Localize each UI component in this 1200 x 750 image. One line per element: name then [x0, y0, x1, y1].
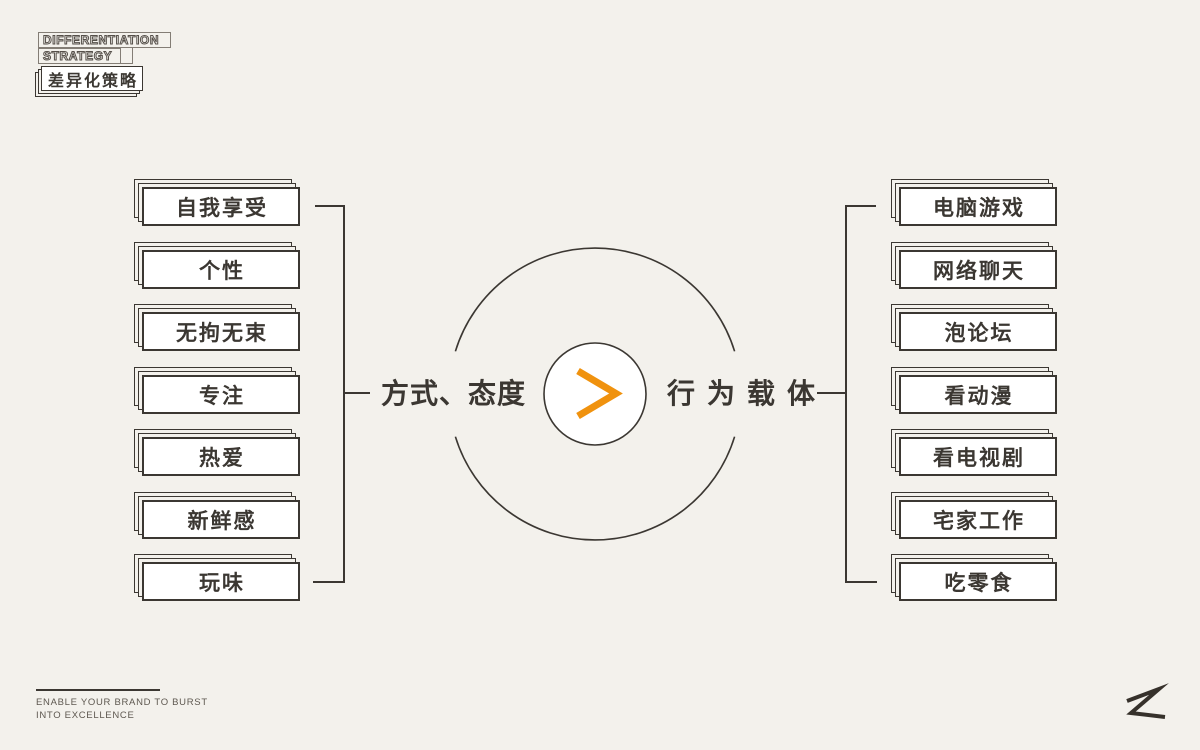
header-title-line1: DIFFERENTIATION	[38, 32, 171, 48]
footer-divider	[36, 689, 160, 691]
item-label: 新鲜感	[142, 500, 300, 539]
list-item: 吃零食	[891, 554, 1057, 601]
footer-tagline: ENABLE YOUR BRAND TO BURST INTO EXCELLEN…	[36, 696, 208, 722]
greater-than-icon	[576, 367, 623, 420]
item-label: 宅家工作	[899, 500, 1057, 539]
list-item: 看电视剧	[891, 429, 1057, 476]
footer-tagline-line1: ENABLE YOUR BRAND TO BURST	[36, 697, 208, 708]
left-group-label: 方式、态度	[381, 378, 527, 410]
item-label: 玩味	[142, 562, 300, 601]
list-item: 玩味	[134, 554, 300, 601]
item-label: 自我享受	[142, 187, 300, 226]
item-label: 吃零食	[899, 562, 1057, 601]
list-item: 网络聊天	[891, 242, 1057, 289]
item-label: 电脑游戏	[899, 187, 1057, 226]
list-item: 电脑游戏	[891, 179, 1057, 226]
header-title-shadow-frame	[121, 48, 133, 64]
right-group-label: 行为载体	[667, 378, 828, 410]
center-circle	[543, 342, 647, 446]
list-item: 新鲜感	[134, 492, 300, 539]
list-item: 自我享受	[134, 179, 300, 226]
item-label: 泡论坛	[899, 312, 1057, 351]
z-logo-icon	[1126, 683, 1169, 719]
list-item: 泡论坛	[891, 304, 1057, 351]
list-item: 宅家工作	[891, 492, 1057, 539]
item-label: 看电视剧	[899, 437, 1057, 476]
header-subtitle-box: 差异化策略	[35, 66, 143, 97]
list-item: 热爱	[134, 429, 300, 476]
footer-tagline-line2: INTO EXCELLENCE	[36, 710, 135, 721]
item-label: 无拘无束	[142, 312, 300, 351]
list-item: 无拘无束	[134, 304, 300, 351]
left-bracket-connector	[313, 205, 370, 583]
item-label: 热爱	[142, 437, 300, 476]
header-title-line2: STRATEGY	[38, 48, 121, 64]
item-label: 专注	[142, 375, 300, 414]
list-item: 看动漫	[891, 367, 1057, 414]
header-subtitle: 差异化策略	[41, 66, 143, 91]
item-label: 网络聊天	[899, 250, 1057, 289]
outer-circle-top-arc	[454, 247, 736, 352]
list-item: 专注	[134, 367, 300, 414]
outer-circle-bottom-arc	[454, 436, 736, 541]
right-bracket-connector	[817, 205, 877, 583]
item-label: 看动漫	[899, 375, 1057, 414]
item-label: 个性	[142, 250, 300, 289]
list-item: 个性	[134, 242, 300, 289]
